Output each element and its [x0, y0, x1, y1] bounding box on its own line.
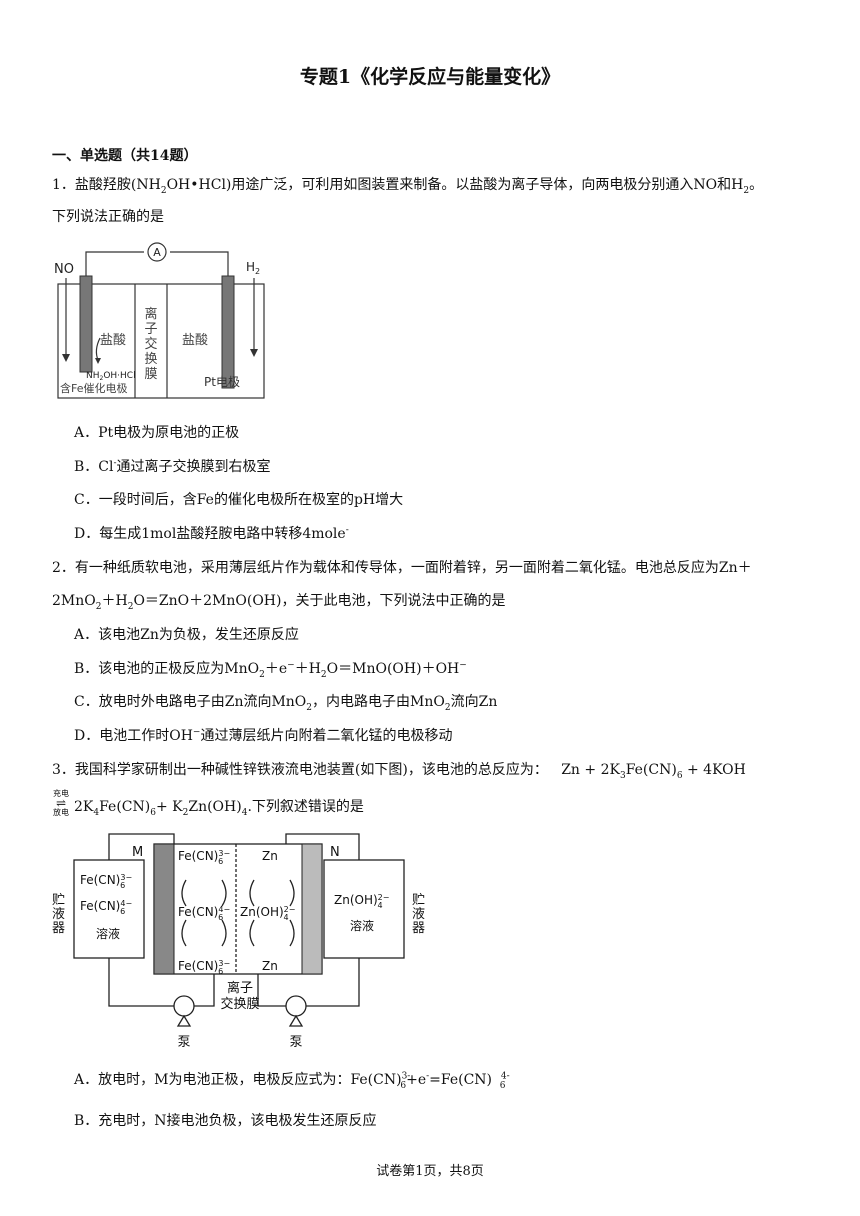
svg-text:液: 液	[412, 907, 425, 922]
page-title: 专题1《化学反应与能量变化》	[299, 66, 561, 88]
question-2-stem-line2: 2MnO2＋H2O＝ZnO＋2MnO(OH)，关于此电池，下列说法中正确的是	[52, 593, 506, 612]
reversible-arrow: 充电 ⇌ 放电	[53, 789, 69, 817]
svg-text:H2: H2	[246, 260, 260, 276]
svg-text:Fe(CN)4−6: Fe(CN)4−6	[178, 905, 230, 922]
svg-text:泵: 泵	[289, 1035, 302, 1050]
svg-text:膜: 膜	[144, 367, 157, 382]
q2-option-d[interactable]: D．电池工作时OH−通过薄层纸片向附着二氧化锰的电极移动	[74, 727, 453, 744]
q3-flow-battery-figure: M N 贮 液 器 贮 液 器 Fe(CN)3−6 Fe(CN)4−6 溶液 Z…	[52, 833, 425, 1050]
svg-text:离: 离	[144, 306, 157, 322]
svg-text:Zn(OH)2−4: Zn(OH)2−4	[334, 893, 389, 910]
q1-electrolysis-figure: A NO H2 盐酸 盐酸 离 子 交 换 膜 NH2OH·HCl 含Fe催化电…	[54, 242, 265, 399]
acid-right-label: 盐酸	[182, 333, 208, 348]
ammeter-label: A	[153, 246, 161, 259]
svg-text:离子: 离子	[227, 980, 253, 996]
svg-text:子: 子	[144, 322, 157, 337]
svg-text:Zn: Zn	[262, 849, 278, 863]
q3-option-a[interactable]: A．放电时，M为电池正极，电极反应式为：Fe(CN)3-6+e-=Fe(CN) …	[74, 1071, 510, 1091]
q1-option-a[interactable]: A．Pt电极为原电池的正极	[74, 425, 240, 441]
page-footer: 试卷第1页，共8页	[376, 1164, 484, 1179]
svg-text:Zn: Zn	[262, 959, 278, 973]
svg-text:Fe(CN)3−6: Fe(CN)3−6	[80, 873, 132, 890]
question-1-stem: 1．盐酸羟胺(NH2OH•HCl)用途广泛，可利用如图装置来制备。以盐酸为离子导…	[52, 177, 764, 196]
svg-text:器: 器	[52, 921, 65, 936]
question-3-stem-line2: 2K4Fe(CN)6+ K2Zn(OH)4.下列叙述错误的是	[74, 799, 364, 818]
question-2-stem: 2．有一种纸质软电池，采用薄层纸片作为载体和传导体，一面附着锌，另一面附着二氧化…	[52, 560, 752, 576]
acid-left-label: 盐酸	[100, 333, 126, 348]
svg-text:Fe(CN)3−6: Fe(CN)3−6	[178, 959, 230, 976]
svg-text:Zn(OH)2−4: Zn(OH)2−4	[240, 905, 295, 922]
q2-option-b[interactable]: B．该电池的正极反应为MnO2＋e−＋H2O＝MnO(OH)＋OH−	[74, 660, 467, 680]
q1-option-b[interactable]: B．Cl-通过离子交换膜到右极室	[74, 458, 271, 475]
svg-text:NH2OH·HCl: NH2OH·HCl	[86, 371, 136, 382]
section-heading: 一、单选题（共14题）	[52, 148, 198, 164]
q2-option-c[interactable]: C．放电时外电路电子由Zn流向MnO2，内电路电子由MnO2流向Zn	[74, 694, 498, 713]
svg-text:交换膜: 交换膜	[220, 996, 259, 1012]
electrode-m-label: M	[132, 845, 143, 860]
svg-text:溶液: 溶液	[350, 918, 374, 933]
svg-text:交: 交	[144, 336, 157, 352]
svg-text:换: 换	[144, 352, 157, 367]
left-electrode-label: 含Fe催化电极	[60, 381, 128, 395]
right-electrode-label: Pt电极	[204, 375, 240, 389]
svg-text:泵: 泵	[177, 1035, 190, 1050]
svg-text:贮: 贮	[52, 893, 65, 908]
q1-option-d[interactable]: D．每生成1mol盐酸羟胺电路中转移4mole-	[74, 525, 349, 542]
question-1-stem-line2: 下列说法正确的是	[52, 209, 164, 225]
svg-text:Fe(CN)4−6: Fe(CN)4−6	[80, 899, 132, 916]
svg-text:器: 器	[412, 921, 425, 936]
svg-text:液: 液	[52, 907, 65, 922]
svg-text:Fe(CN)3−6: Fe(CN)3−6	[178, 849, 230, 866]
svg-text:贮: 贮	[412, 893, 425, 908]
svg-text:溶液: 溶液	[96, 926, 120, 941]
electrode-n-label: N	[330, 845, 340, 860]
q2-option-a[interactable]: A．该电池Zn为负极，发生还原反应	[74, 627, 299, 643]
q3-option-b[interactable]: B．充电时，N接电池负极，该电极发生还原反应	[74, 1113, 377, 1129]
q1-option-c[interactable]: C．一段时间后，含Fe的催化电极所在极室的pH增大	[74, 492, 404, 508]
no-label: NO	[54, 262, 74, 277]
membrane-label: 离 子 交 换 膜	[144, 306, 157, 382]
question-3-stem: 3．我国科学家研制出一种碱性锌铁液流电池装置(如下图)，该电池的总反应为： Zn…	[52, 762, 746, 781]
